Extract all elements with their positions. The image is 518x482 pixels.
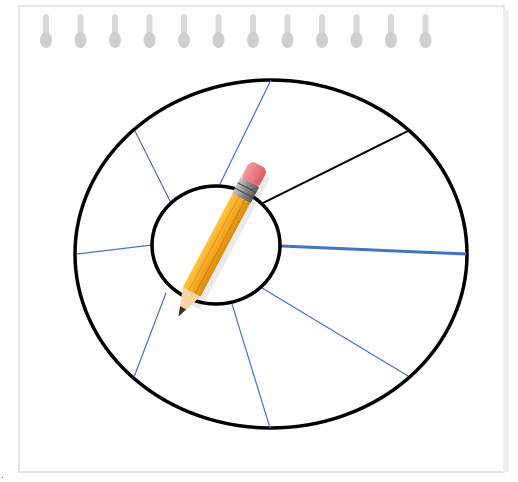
paper-shadow <box>503 10 509 472</box>
stray-mark: . <box>1 470 4 481</box>
